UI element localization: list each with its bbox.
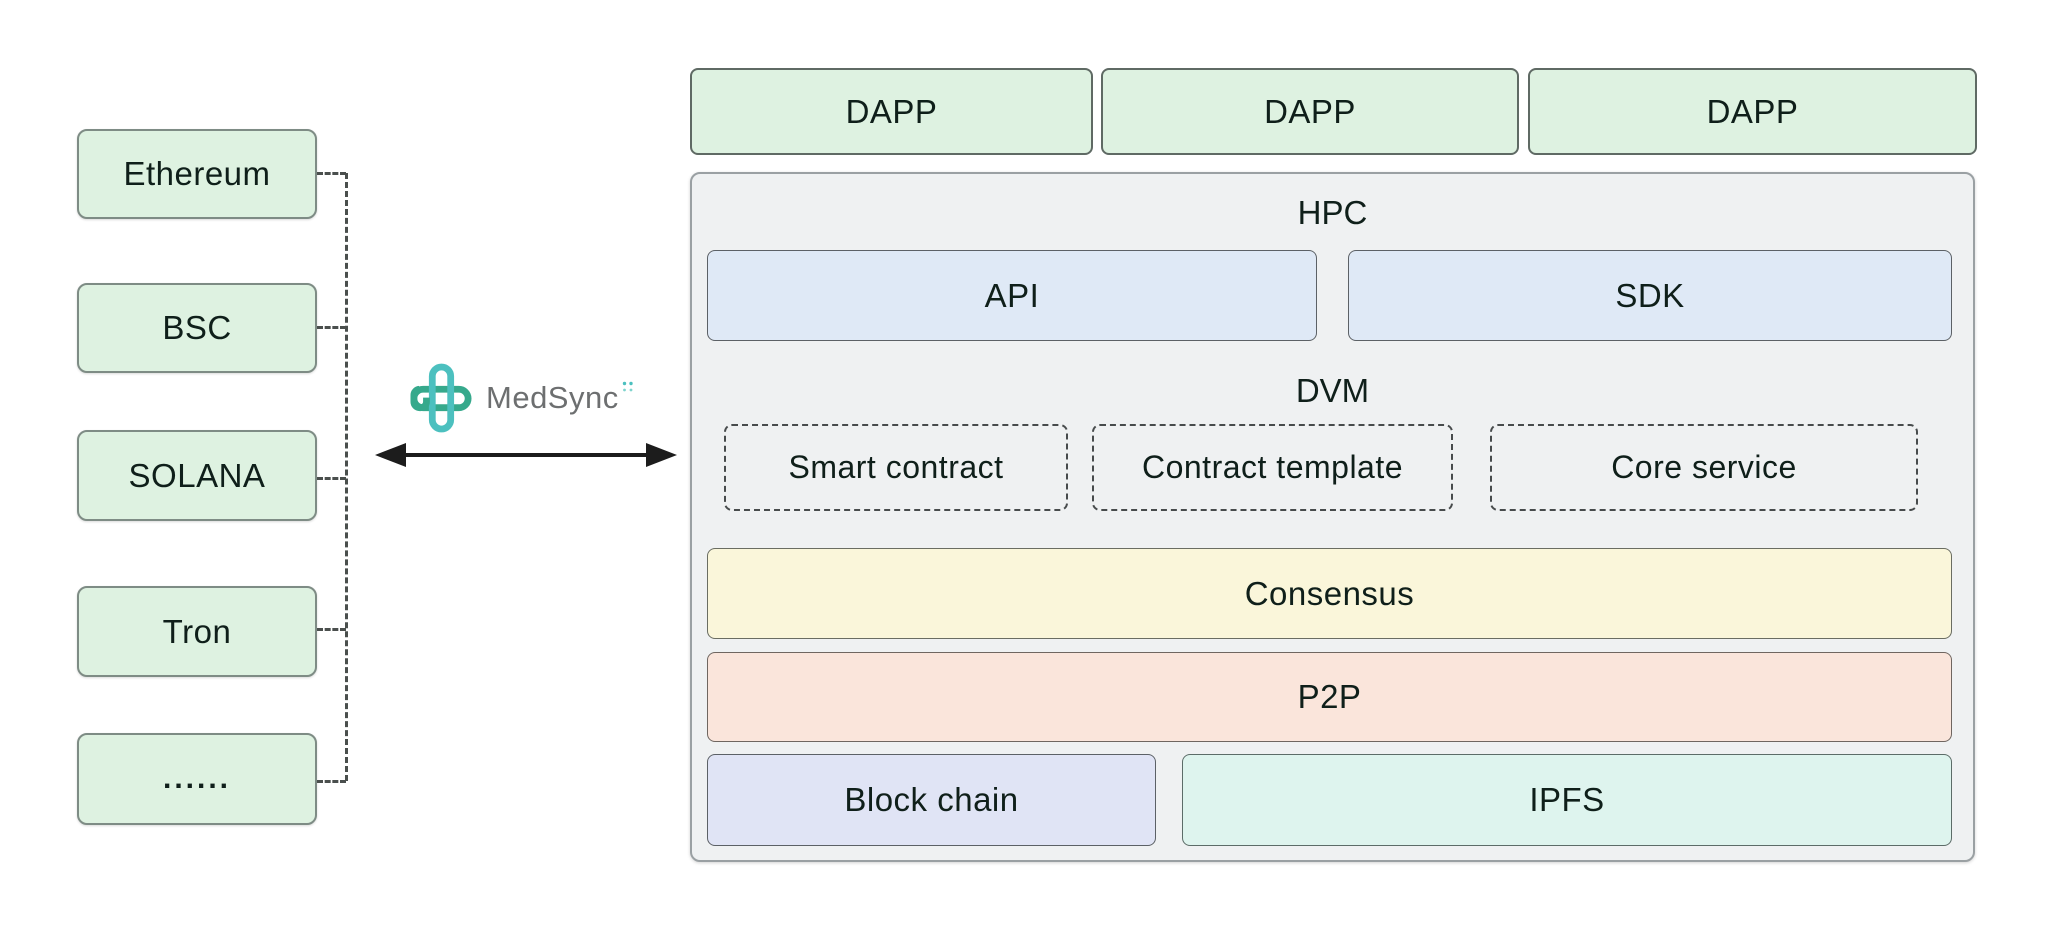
ipfs-label: IPFS: [1529, 781, 1605, 818]
chain-label: BSC: [162, 309, 232, 346]
chain-label: Ethereum: [123, 155, 271, 192]
chain-box-ellipsis: ......: [77, 733, 317, 825]
api-label: API: [984, 276, 1040, 314]
p2p-label: P2P: [1297, 678, 1362, 715]
chain-box-ethereum: Ethereum: [77, 129, 317, 219]
chain-box-tron: Tron: [77, 586, 317, 677]
api-box: API: [707, 250, 1317, 341]
connector-stub-solana: [317, 477, 346, 480]
medical-cross-icon: [410, 363, 472, 433]
dapp-box-3: DAPP: [1528, 68, 1977, 155]
chain-label: SOLANA: [128, 456, 266, 494]
chain-label: Tron: [162, 612, 232, 650]
contract-template-label: Contract template: [1141, 449, 1404, 485]
consensus-label: Consensus: [1244, 574, 1415, 612]
connector-stub-ellipsis: [317, 780, 346, 783]
ipfs-box: IPFS: [1182, 754, 1952, 846]
hpc-label-text: HPC: [1297, 194, 1368, 231]
consensus-box: Consensus: [707, 548, 1952, 639]
core-service-box: Core service: [1490, 424, 1918, 511]
smart-contract-label: Smart contract: [788, 449, 1004, 485]
dapp-box-1: DAPP: [690, 68, 1093, 155]
dvm-label-text: DVM: [1295, 372, 1370, 409]
logo-dots-icon: [622, 381, 633, 392]
chain-box-solana: SOLANA: [77, 430, 317, 521]
medsync-logo: MedSync: [410, 360, 690, 436]
dapp-label: DAPP: [1264, 92, 1356, 130]
sdk-label: SDK: [1615, 276, 1685, 314]
dapp-label: DAPP: [1706, 92, 1799, 130]
connector-stub-tron: [317, 628, 346, 631]
chain-box-bsc: BSC: [77, 283, 317, 373]
p2p-box: P2P: [707, 652, 1952, 742]
blockchain-box: Block chain: [707, 754, 1156, 846]
smart-contract-box: Smart contract: [724, 424, 1068, 511]
bidirectional-arrow-icon: [375, 443, 677, 467]
chain-label: ......: [162, 762, 231, 795]
sdk-box: SDK: [1348, 250, 1952, 341]
connector-stub-ethereum: [317, 172, 346, 175]
hpc-section-label: HPC: [690, 194, 1975, 232]
dapp-label: DAPP: [845, 92, 938, 130]
dapp-box-2: DAPP: [1101, 68, 1519, 155]
dvm-section-label: DVM: [690, 372, 1975, 410]
core-service-label: Core service: [1611, 449, 1797, 485]
blockchain-label: Block chain: [844, 781, 1019, 818]
connector-stub-bsc: [317, 326, 346, 329]
contract-template-box: Contract template: [1092, 424, 1453, 511]
connector-vertical-line: [345, 173, 348, 781]
logo-text: MedSync: [486, 380, 619, 415]
